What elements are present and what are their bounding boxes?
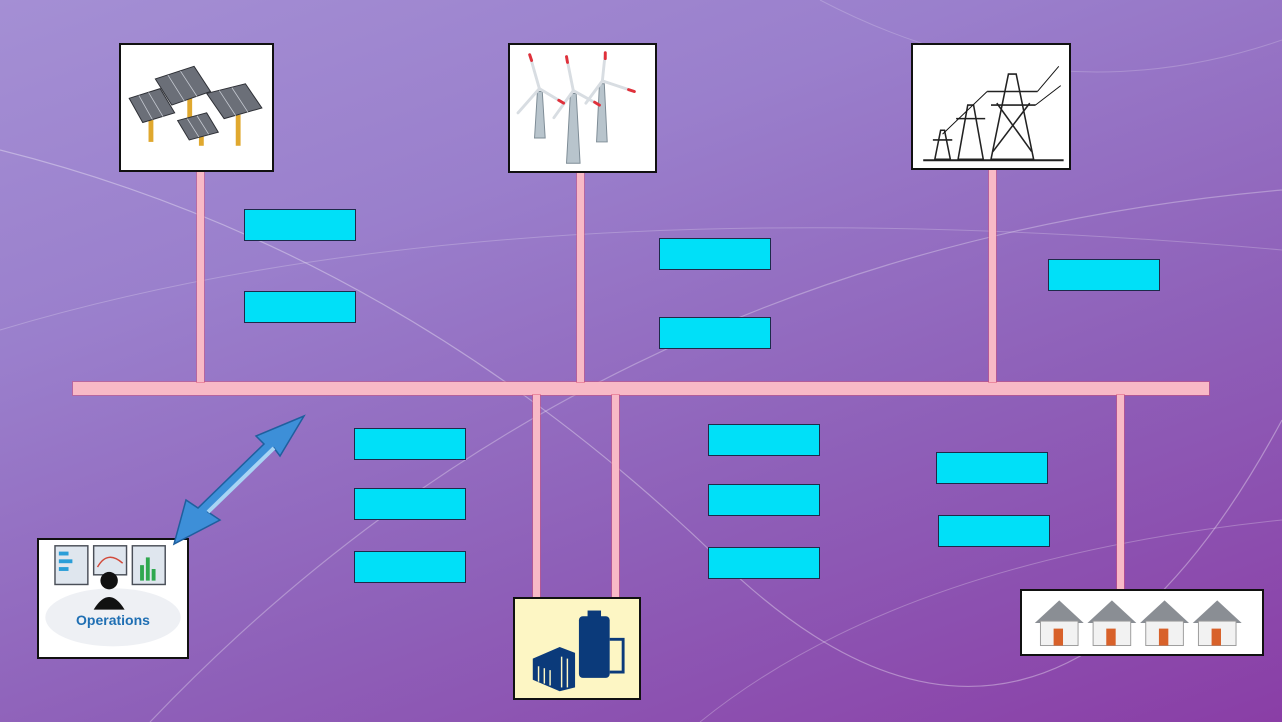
label-box (708, 424, 820, 456)
operations-tile: Operations (37, 538, 189, 659)
bidirectional-arrow-icon (172, 414, 306, 546)
label-box (354, 428, 466, 460)
label-box (936, 452, 1048, 484)
operations-label: Operations (76, 612, 150, 628)
label-box (659, 317, 771, 349)
operations-center-icon (45, 545, 181, 647)
label-box (1048, 259, 1160, 291)
wind-tile (508, 43, 657, 173)
transmission-tower-icon (923, 65, 1064, 162)
label-box (708, 484, 820, 516)
solar-panel-icon (128, 65, 263, 146)
storage-drop-line-left (533, 395, 540, 598)
label-box (659, 238, 771, 270)
label-box (354, 488, 466, 520)
wind-turbine-icon (516, 51, 636, 164)
storage-drop-line-right (612, 395, 619, 598)
houses-tile (1020, 589, 1264, 656)
houses-drop-line (1117, 395, 1124, 591)
wind-drop-line (577, 172, 584, 382)
solar-tile (119, 43, 274, 172)
label-box (938, 515, 1050, 547)
main-bus-line (73, 382, 1209, 395)
battery-storage-icon (532, 610, 625, 692)
transmission-drop-line (989, 170, 996, 382)
solar-drop-line (197, 170, 204, 382)
label-box (244, 209, 356, 241)
label-box (354, 551, 466, 583)
label-box (708, 547, 820, 579)
houses-icon (1034, 600, 1242, 647)
transmission-tile (911, 43, 1071, 170)
label-box (244, 291, 356, 323)
storage-tile (513, 597, 641, 700)
